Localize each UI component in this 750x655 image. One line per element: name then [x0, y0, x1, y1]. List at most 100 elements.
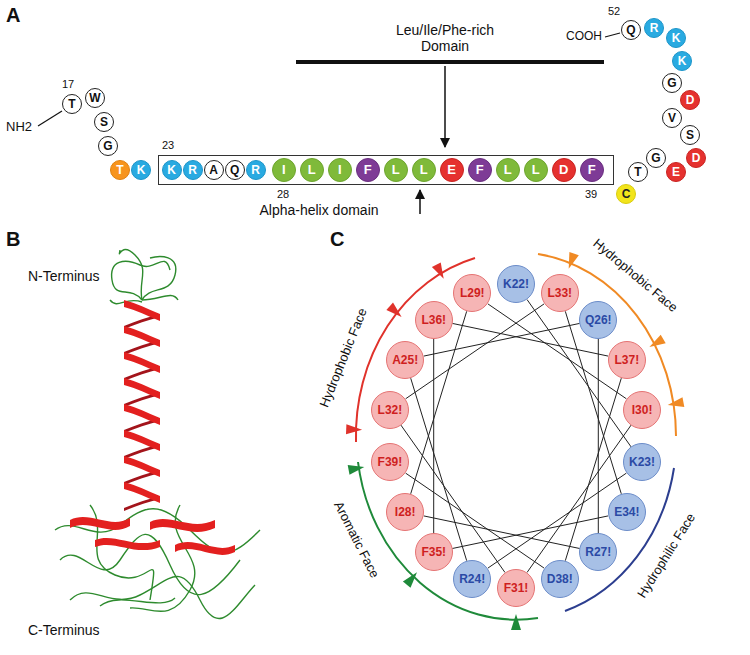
node-text: G: [651, 152, 660, 164]
face-arc: [358, 462, 538, 620]
residue-circle: L: [300, 158, 324, 182]
residue-circle: E: [666, 162, 686, 182]
protein-structure: [142, 296, 178, 300]
leader-line: [38, 33, 620, 126]
node-text: K: [672, 32, 681, 44]
wheel-residue: L33!: [541, 274, 579, 312]
residue-circle: I: [328, 158, 352, 182]
wheel-residue: E34!: [608, 493, 646, 531]
label-text: 23: [162, 139, 174, 152]
protein-structure: [150, 519, 215, 532]
label-text: 39: [585, 188, 597, 201]
node-text: L: [504, 163, 512, 176]
node-text: R: [251, 164, 260, 176]
protein-structure: [95, 538, 160, 550]
residue-circle: D: [552, 158, 576, 182]
face-arrow: [346, 252, 684, 630]
residue-circle: L: [496, 158, 520, 182]
residue-circle: K: [162, 160, 182, 180]
wheel-connector: [406, 304, 544, 399]
node-text: A: [209, 164, 218, 176]
node-text: L29!: [460, 287, 485, 299]
node-text: L33!: [547, 287, 572, 299]
node-text: K: [167, 164, 176, 176]
node-text: D: [692, 152, 701, 164]
face-arrow: [386, 303, 401, 317]
node-text: T: [634, 166, 641, 178]
residue-circle: L: [524, 158, 548, 182]
node-text: F: [476, 163, 484, 176]
face-arrow: [403, 572, 417, 588]
protein-structure: [124, 482, 160, 511]
node-text: T: [116, 164, 123, 176]
wheel-residue: F31!: [497, 569, 535, 607]
residue-circle: K: [131, 160, 151, 180]
node-text: R: [188, 164, 197, 176]
node-text: F39!: [378, 456, 403, 468]
residue-circle: G: [98, 136, 118, 156]
node-text: L: [420, 163, 428, 176]
protein-structure: [55, 509, 260, 553]
protein-structure: [124, 326, 160, 355]
node-text: K22!: [503, 278, 529, 290]
protein-structure: [100, 598, 175, 606]
wheel-residue: R24!: [453, 560, 491, 598]
label-text: Leu/Ile/Phe-rich Domain: [385, 22, 505, 54]
node-text: D: [686, 94, 695, 106]
protein-structure: [70, 517, 130, 530]
node-text: E34!: [614, 506, 639, 518]
label-text: Aromatic Face: [330, 499, 381, 580]
node-text: I30!: [632, 404, 653, 416]
residue-circle: S: [680, 125, 700, 145]
wheel-connector: [411, 311, 467, 494]
node-text: Q: [626, 24, 635, 36]
node-text: D: [559, 163, 568, 176]
label-text: 28: [277, 188, 289, 201]
face-arrow: [348, 465, 365, 475]
protein-structure: [90, 505, 154, 600]
protein-structure: [124, 430, 160, 459]
residue-circle: G: [662, 73, 682, 93]
protein-structure: [55, 250, 260, 619]
domain-box: Alpha-helix domainKRAQRILIFLLEFLLDF: [158, 155, 614, 185]
residue-circle: T: [62, 94, 82, 114]
node-text: L: [532, 163, 540, 176]
node-text: S: [100, 116, 108, 128]
node-text: T: [68, 98, 75, 110]
label-text: C-Terminus: [28, 622, 100, 638]
residue-circle: R: [644, 18, 664, 38]
node-text: L: [392, 163, 400, 176]
residue-circle: R: [246, 160, 266, 180]
residue-circle: F: [356, 158, 380, 182]
panel-letter: C: [330, 228, 344, 251]
protein-structure: [124, 300, 160, 329]
domain-label: Alpha-helix domain: [259, 203, 378, 217]
node-text: D38!: [547, 573, 573, 585]
label-text: NH2: [6, 120, 32, 135]
node-text: L36!: [421, 314, 446, 326]
residue-circle: E: [440, 158, 464, 182]
leader-line: [605, 33, 620, 37]
node-text: A25!: [392, 354, 418, 366]
node-text: I: [282, 163, 286, 176]
residue-circle: T: [628, 162, 648, 182]
node-text: I: [338, 163, 342, 176]
residue-circle: A: [204, 160, 224, 180]
wheel-residue: L36!: [415, 301, 453, 339]
wheel-residue: A25!: [386, 341, 424, 379]
face-arrow: [346, 424, 362, 434]
wheel-residue: L29!: [453, 274, 491, 312]
wheel-residue: R27!: [579, 533, 617, 571]
wheel-connector: [598, 339, 599, 534]
node-text: G: [103, 140, 112, 152]
protein-structure: [142, 257, 176, 300]
label-text: N-Terminus: [28, 268, 100, 284]
residue-circle: W: [85, 88, 105, 108]
residue-circle: I: [272, 158, 296, 182]
wheel-residue: I28!: [386, 493, 424, 531]
label-text: Hydrophobic Face: [317, 306, 370, 409]
label-text: 52: [608, 5, 620, 18]
protein-structure: [124, 378, 160, 407]
pointer-arrow: [420, 66, 445, 214]
node-text: K: [678, 55, 687, 67]
